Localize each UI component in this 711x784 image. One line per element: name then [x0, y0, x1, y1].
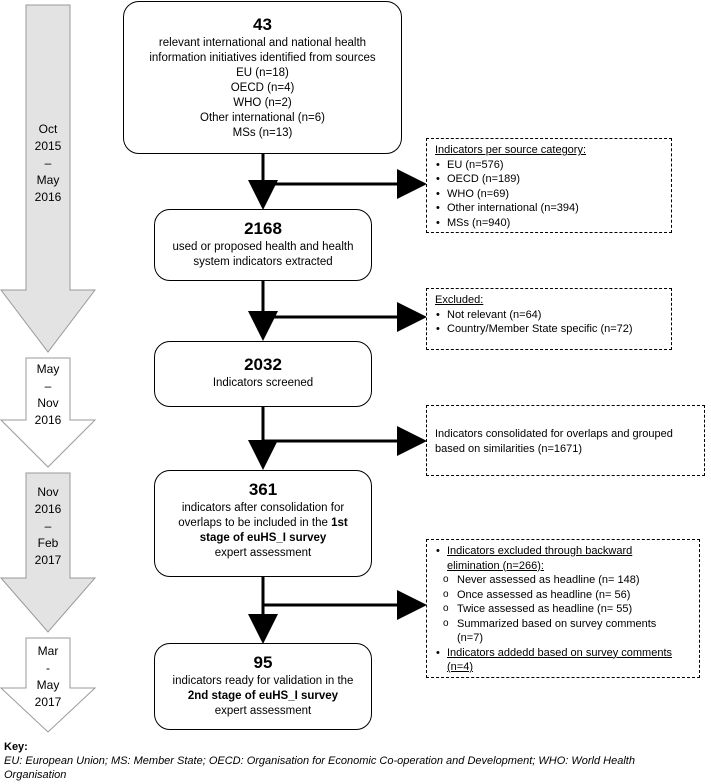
box-initiatives-number: 43: [253, 15, 272, 34]
side-box-consolidated: Indicators consolidated for overlaps and…: [426, 405, 705, 476]
list-item: Indicators excluded through backwardelim…: [436, 544, 691, 573]
key-text: EU: European Union; MS: Member State; OE…: [4, 755, 635, 767]
list-item: MSs (n=940): [436, 216, 663, 231]
list-item: WHO (n=69): [436, 187, 663, 202]
side-box-source-categories: Indicators per source category: EU (n=57…: [426, 138, 672, 233]
list-item: Twice assessed as headline (n= 55): [443, 602, 691, 617]
box-initiatives-line: relevant international and national heal…: [158, 37, 367, 49]
list-item: EU (n=576): [436, 158, 663, 173]
list-item: Indicators addedd based on survey commen…: [436, 646, 691, 675]
list-item: Once assessed as headline (n= 56): [443, 588, 691, 603]
side-box-line: based on similarities (n=1671): [435, 442, 583, 455]
box-first-stage-number: 361: [248, 480, 278, 499]
box-extracted-number: 2168: [244, 219, 282, 238]
list-item: Not relevant (n=64): [436, 308, 663, 323]
box-initiatives-line: OECD (n=4): [230, 82, 295, 94]
list-item: OECD (n=189): [436, 172, 663, 187]
box-screened-number: 2032: [244, 355, 282, 374]
timeline-arrow-2: [0, 357, 97, 468]
box-initiatives-line: information initiatives identified from …: [149, 52, 376, 64]
key-text: Organisation: [4, 769, 67, 781]
key-legend: Key: EU: European Union; MS: Member Stat…: [4, 740, 704, 782]
box-screened-line: Indicators screened: [212, 377, 314, 389]
box-second-stage-number: 95: [253, 653, 273, 672]
box-first-stage: 361 indicators after consolidation for o…: [154, 470, 372, 577]
box-second-stage: 95 indicators ready for validation in th…: [154, 643, 372, 730]
list-item: Summarized based on survey comments(n=7): [443, 617, 691, 646]
box-extracted-line: used or proposed health and health: [172, 241, 354, 253]
box-initiatives-line: WHO (n=2): [233, 97, 292, 109]
box-extracted-line: system indicators extracted: [193, 256, 333, 268]
box-first-stage-line: indicators after consolidation for: [181, 502, 345, 514]
list-item: Never assessed as headline (n= 148): [443, 573, 691, 588]
box-first-stage-line: overlaps to be included in the 1st: [178, 517, 348, 529]
side-box-line: Indicators consolidated for overlaps and…: [435, 428, 673, 440]
box-initiatives-line: Other international (n=6): [200, 112, 325, 124]
timeline-arrow-3: [0, 472, 97, 633]
timeline-arrow-4: [0, 637, 97, 733]
side-box-excluded: Excluded: Not relevant (n=64) Country/Me…: [426, 288, 672, 350]
box-second-stage-line: 2nd stage of euHS_I survey: [187, 690, 339, 702]
list-item: Other international (n=394): [436, 201, 663, 216]
box-first-stage-line: stage of euHS_I survey: [199, 532, 327, 544]
box-second-stage-line: indicators ready for validation in the: [172, 675, 354, 687]
side-box-backward-elimination: Indicators excluded through backwardelim…: [426, 539, 700, 678]
box-second-stage-line: expert assessment: [214, 705, 312, 717]
box-extracted: 2168 used or proposed health and health …: [154, 209, 372, 281]
list-item: Country/Member State specific (n=72): [436, 322, 663, 337]
box-initiatives-line: MSs (n=13): [232, 127, 293, 139]
side-box-title: Excluded:: [435, 294, 484, 306]
timeline-arrow-1: [0, 4, 97, 353]
box-screened: 2032 Indicators screened: [154, 341, 372, 407]
key-title: Key:: [4, 741, 28, 753]
box-initiatives: 43 relevant international and national h…: [123, 1, 402, 154]
box-initiatives-line: EU (n=18): [236, 67, 289, 79]
side-box-title: Indicators per source category:: [435, 144, 587, 156]
box-first-stage-line: expert assessment: [214, 547, 312, 559]
